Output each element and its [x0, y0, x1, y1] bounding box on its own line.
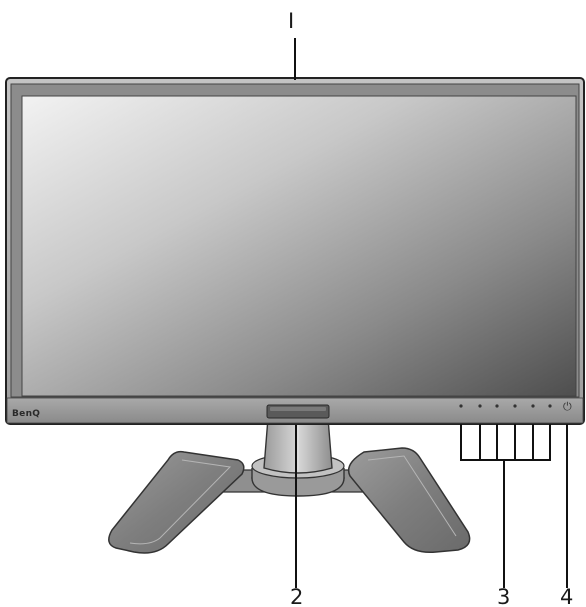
- callout-label-4: 4: [560, 585, 573, 607]
- control-button-1[interactable]: [459, 404, 462, 407]
- callout-label-2: 2: [290, 585, 303, 607]
- control-button-4[interactable]: [513, 404, 516, 407]
- monitor: BenQ: [6, 78, 584, 424]
- power-button-icon[interactable]: ⏻: [563, 400, 572, 413]
- control-button-3[interactable]: [495, 404, 498, 407]
- monitor-screen: [22, 96, 576, 396]
- control-button-6[interactable]: [548, 404, 551, 407]
- callout-label-1: I: [288, 9, 294, 33]
- control-button-5[interactable]: [531, 404, 534, 407]
- stand-leg-left: [109, 452, 244, 553]
- front-sensor: [267, 405, 329, 418]
- brand-logo: BenQ: [12, 409, 40, 419]
- stand-neck: [264, 418, 332, 473]
- callout-bracket-3: [461, 424, 550, 588]
- control-button-2[interactable]: [478, 404, 481, 407]
- callout-label-3: 3: [497, 585, 510, 607]
